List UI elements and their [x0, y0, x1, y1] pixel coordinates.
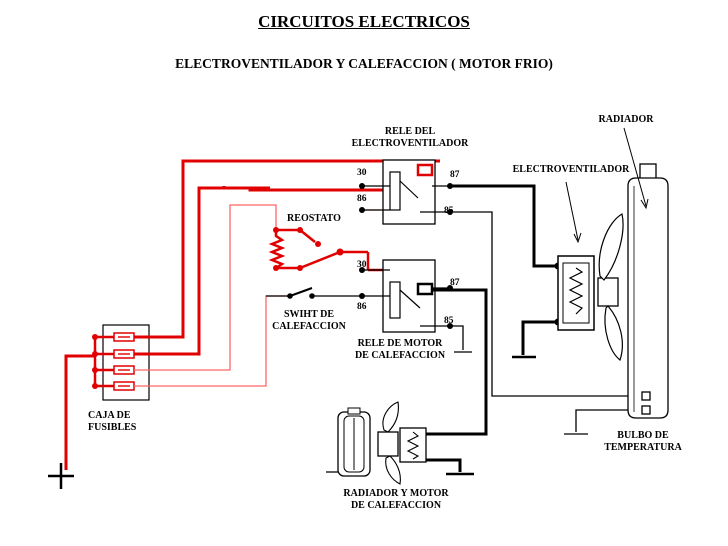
label-bulbo-line2: TEMPERATURA: [604, 442, 682, 453]
relay2-pin-85: 85: [444, 316, 454, 326]
relay2-pin-86: 86: [357, 302, 367, 312]
relay1-pin-86: 86: [357, 194, 367, 204]
page-title: CIRCUITOS ELECTRICOS: [258, 12, 470, 31]
electroventilador-motor: [557, 213, 624, 362]
label-bulbo-line1: BULBO DE: [617, 430, 669, 441]
radiador: [627, 163, 669, 419]
label-reostato: REOSTATO: [287, 213, 341, 224]
battery-feed-wire: [64, 354, 95, 470]
label-radiador-motor-line2: DE CALEFACCION: [350, 500, 442, 511]
label-rele-electroventilador-line1: RELE DEL: [384, 126, 436, 137]
relay2-pin-30: 30: [357, 260, 367, 270]
label-rele-electroventilador-line2: ELECTROVENTILADOR: [351, 138, 469, 149]
rheostat: [268, 228, 385, 272]
label-swiht-line1: SWIHT DE: [283, 309, 335, 320]
relay1-pin-30: 30: [357, 168, 367, 178]
pointer-arrows: [565, 127, 649, 244]
battery-positive-terminal: [48, 463, 74, 489]
bulbo-temperatura: [641, 391, 651, 415]
label-radiador: RADIADOR: [598, 114, 654, 125]
relay-motor-calefaccion: [359, 259, 453, 333]
label-caja-line1: CAJA DE: [88, 410, 131, 421]
relay1-pin-87: 87: [450, 170, 460, 180]
label-electroventilador: ELECTROVENTILADOR: [512, 164, 630, 175]
label-rele-motor-line2: DE CALEFACCION: [354, 350, 446, 361]
relay-electroventilador: [359, 159, 453, 225]
label-radiador-motor-line1: RADIADOR Y MOTOR: [343, 488, 449, 499]
label-swiht-line2: CALEFACCION: [272, 321, 346, 332]
heater-switch: [266, 287, 362, 299]
rheostat-contacts: [273, 227, 344, 271]
label-rele-motor-line1: RELE DE MOTOR: [357, 338, 443, 349]
relay2-pin-87: 87: [450, 278, 460, 288]
page-subtitle: ELECTROVENTILADOR Y CALEFACCION ( MOTOR …: [175, 56, 553, 71]
label-caja-line2: FUSIBLES: [88, 422, 137, 433]
relay1-pin-85: 85: [444, 206, 454, 216]
ground-and-load-wires: [326, 184, 632, 476]
radiador-motor-calefaccion: [337, 401, 427, 485]
